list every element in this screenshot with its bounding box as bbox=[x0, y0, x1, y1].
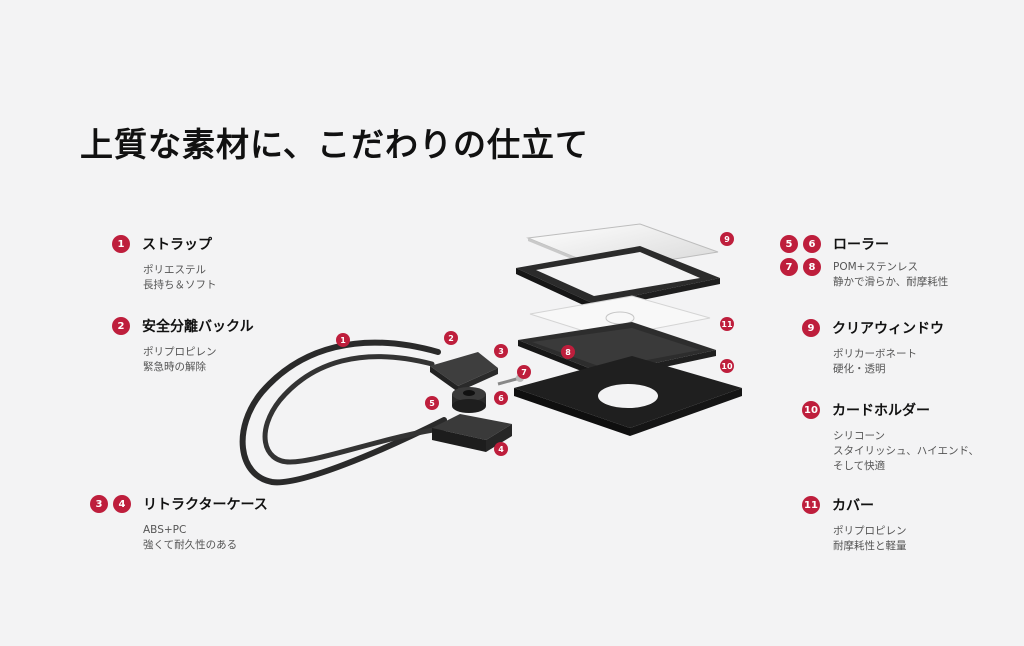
callout-3: 3 bbox=[494, 344, 508, 358]
card-holder-part bbox=[514, 356, 742, 436]
badge-2: 2 bbox=[112, 317, 130, 335]
callout-8: 8 bbox=[561, 345, 575, 359]
callout-9: 9 bbox=[720, 232, 734, 246]
feature-benefit: 強くて耐久性のある bbox=[143, 539, 238, 551]
feature-benefit: 静かで滑らか、耐摩耗性 bbox=[833, 276, 949, 288]
feature-roller: 5 6 ローラー bbox=[780, 234, 889, 254]
badge-6: 6 bbox=[803, 235, 821, 253]
badge-1: 1 bbox=[112, 235, 130, 253]
badge-5: 5 bbox=[780, 235, 798, 253]
feature-strap: 1 ストラップ ポリエステル 長持ち＆ソフト bbox=[112, 234, 217, 293]
badge-11: 11 bbox=[802, 496, 820, 514]
badge-10: 10 bbox=[802, 401, 820, 419]
callout-5: 5 bbox=[425, 396, 439, 410]
callout-1: 1 bbox=[336, 333, 350, 347]
feature-title: 安全分離バックル bbox=[142, 319, 254, 335]
feature-title: ローラー bbox=[833, 237, 889, 253]
feature-benefit: 耐摩耗性と軽量 bbox=[833, 540, 907, 552]
badge-7: 7 bbox=[780, 258, 798, 276]
roller-part bbox=[452, 387, 486, 413]
feature-material: シリコーン bbox=[833, 430, 885, 442]
page-title: 上質な素材に、こだわりの仕立て bbox=[80, 125, 590, 164]
callout-7: 7 bbox=[517, 365, 531, 379]
feature-benefit: 長持ち＆ソフト bbox=[143, 279, 217, 291]
feature-benefit: 緊急時の解除 bbox=[143, 361, 206, 373]
feature-material: ポリプロピレン bbox=[143, 346, 217, 358]
feature-material: ABS+PC bbox=[143, 524, 187, 536]
callout-11: 11 bbox=[720, 317, 734, 331]
badge-4: 4 bbox=[113, 495, 131, 513]
feature-holder: 10 カードホルダー シリコーン スタイリッシュ、ハイエンド、 そして快適 bbox=[802, 400, 979, 474]
badge-3: 3 bbox=[90, 495, 108, 513]
feature-material: ポリエステル bbox=[143, 264, 206, 276]
feature-material: ポリプロピレン bbox=[833, 525, 907, 537]
badge-8: 8 bbox=[803, 258, 821, 276]
feature-roller-spec: 7 8 POM+ステンレス 静かで滑らか、耐摩耗性 bbox=[780, 258, 948, 290]
callout-10: 10 bbox=[720, 359, 734, 373]
feature-benefit: 硬化・透明 bbox=[833, 363, 886, 375]
feature-title: カードホルダー bbox=[832, 403, 930, 419]
callout-6: 6 bbox=[494, 391, 508, 405]
feature-benefit-2: そして快適 bbox=[833, 460, 886, 472]
feature-benefit: スタイリッシュ、ハイエンド、 bbox=[833, 445, 980, 457]
badge-9: 9 bbox=[802, 319, 820, 337]
feature-material: ポリカーボネート bbox=[833, 348, 917, 360]
lanyard-strap bbox=[239, 339, 449, 486]
feature-title: リトラクターケース bbox=[143, 497, 268, 513]
feature-buckle: 2 安全分離バックル ポリプロピレン 緊急時の解除 bbox=[112, 316, 254, 375]
feature-cover: 11 カバー ポリプロピレン 耐摩耗性と軽量 bbox=[802, 495, 907, 554]
buckle-part bbox=[430, 352, 498, 392]
feature-retractor: 3 4 リトラクターケース ABS+PC 強くて耐久性のある bbox=[90, 494, 268, 553]
callout-4: 4 bbox=[494, 442, 508, 456]
feature-title: クリアウィンドウ bbox=[832, 321, 944, 337]
retractor-case-part bbox=[432, 414, 512, 452]
feature-material: POM+ステンレス bbox=[833, 261, 918, 273]
feature-title: ストラップ bbox=[142, 237, 212, 253]
feature-title: カバー bbox=[832, 498, 874, 514]
callout-2: 2 bbox=[444, 331, 458, 345]
feature-window: 9 クリアウィンドウ ポリカーボネート 硬化・透明 bbox=[802, 318, 944, 377]
